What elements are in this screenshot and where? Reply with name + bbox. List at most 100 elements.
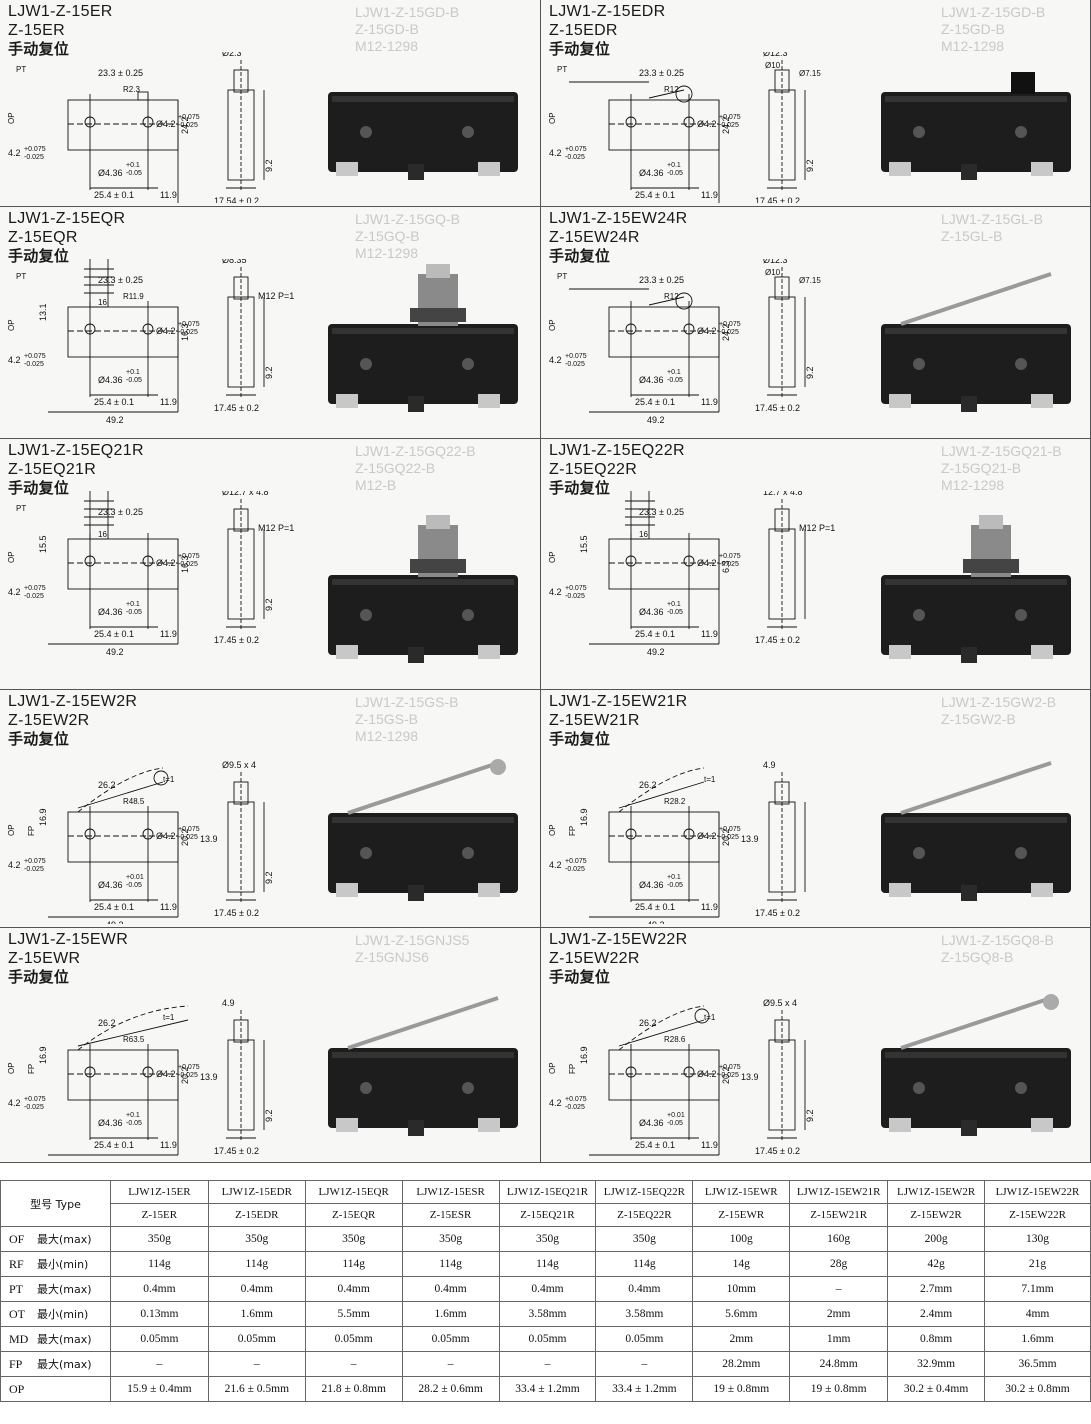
model-subheader: Z-15EWR [692,1203,791,1227]
top-dimension: 23.3 ± 0.25 [639,507,684,517]
table-cell: 0.13mm [109,1301,209,1327]
table-cell: 350g [401,1226,500,1252]
short-model: Z-15EDR [549,22,618,39]
short-model: Z-15EW22R [549,950,640,967]
thickness-label: t=1 [704,775,716,784]
tolerance-label: +0.1 [126,1112,140,1119]
tolerance-label: +0.075 [178,114,200,121]
table-cell: 100g [692,1226,791,1252]
side-dimension: 17.45 ± 0.2 [755,196,800,203]
tolerance-label: -0.05 [126,377,142,384]
tolerance-label: -0.025 [24,154,44,161]
table-cell: 33.4 ± 1.2mm [595,1376,694,1402]
height-dimension: 6.3 [721,560,731,573]
tolerance-label: -0.05 [667,377,683,384]
diameter-label: 4.9 [763,760,776,770]
tolerance-label: -0.025 [24,593,44,600]
tolerance-label: +0.075 [565,146,587,153]
tolerance-label: -0.05 [126,609,142,616]
width-dimension: 11.9 [701,902,718,912]
switch-body [881,813,1071,893]
pitch-dimension: 25.4 ± 0.1 [635,1140,675,1150]
model-name: LJW1-Z-15EWR [8,931,129,948]
model-header: LJW1Z-15EDR [207,1180,306,1204]
product-photo [881,515,1071,663]
tolerance-label: -0.025 [178,329,198,336]
table-cell: 28.2 ± 0.6mm [401,1376,500,1402]
table-cell: 0.05mm [207,1326,306,1352]
tolerance-label: +0.075 [719,826,741,833]
tolerance-label: -0.05 [667,609,683,616]
short-model: Z-15EQ21R [8,461,97,478]
fp-label: FP [27,826,36,836]
model-name: LJW1-Z-15EW21R [549,693,688,710]
top-dimension: 23.3 ± 0.25 [639,275,684,285]
height-dimension: 9.2 [805,159,815,172]
diameter-label: Ø7.15 [799,69,821,78]
reset-type: 手动复位 [8,730,70,748]
thread-label: M12 P=1 [258,291,294,301]
tolerance-label: -0.025 [565,593,585,600]
switch-body [881,575,1071,655]
short-model: Z-15EWR [8,950,81,967]
table-cell: 114g [595,1251,694,1277]
side-dimension: 17.54 ± 0.2 [214,196,259,203]
table-cell: 42g [887,1251,986,1277]
reset-type: 手动复位 [8,479,70,497]
model-subheader: Z-15EW2R [887,1203,986,1227]
table-cell: 5.6mm [692,1301,791,1327]
short-model: Z-15EW2R [8,712,90,729]
tolerance-label: +0.075 [24,353,46,360]
switch-body [328,324,518,404]
tolerance-label: +0.075 [24,858,46,865]
hole-dimension: Ø4.2 [156,831,176,841]
mid-dimension: Ø4.36 [639,607,664,617]
switch-body [881,1048,1071,1128]
left-dimension: 4.2 [549,148,562,158]
width-dimension: 11.9 [701,629,718,639]
table-cell: 7.1mm [984,1276,1091,1302]
height-dimension: 9.2 [264,871,274,884]
product-photo [881,72,1071,180]
product-photo [881,761,1071,901]
diameter-label: 12.7 x 4.8 [763,491,803,497]
pt-label: PT [16,272,26,281]
table-cell: 0.05mm [498,1326,597,1352]
model-subheader: Z-15ER [109,1203,209,1227]
model-header: LJW1Z-15ER [109,1180,209,1204]
radius-label: R11.9 [123,292,144,301]
table-cell: 33.4 ± 1.2mm [498,1376,597,1402]
row-code: FP [9,1357,23,1371]
row-qualifier: 最小(min) [37,1308,89,1321]
left-dimension: 4.2 [549,587,562,597]
height-dimension: 13.9 [200,834,218,844]
reset-type: 手动复位 [549,247,611,265]
thread-label: M12 P=1 [799,523,835,533]
reset-type: 手动复位 [8,40,70,58]
switch-body [328,575,518,655]
mid-dimension: Ø4.36 [98,168,123,178]
tolerance-label: +0.075 [178,826,200,833]
mid-dimension: Ø4.36 [639,880,664,890]
table-cell: 10mm [692,1276,791,1302]
side-dimension: 17.45 ± 0.2 [214,1146,259,1156]
pitch-dimension: 25.4 ± 0.1 [94,902,134,912]
tolerance-label: +0.01 [126,874,144,881]
switch-body [328,813,518,893]
height-dimension: 16.9 [38,808,48,826]
mid-dimension: Ø4.36 [98,880,123,890]
fp-label: FP [568,826,577,836]
table-cell: 4mm [984,1301,1091,1327]
short-model: Z-15EQ22R [549,461,638,478]
model-header: LJW1Z-15EW21R [789,1180,889,1204]
table-cell: 19 ± 0.8mm [789,1376,889,1402]
height-dimension: 15.5 [38,535,48,553]
tolerance-label: +0.1 [667,601,681,608]
